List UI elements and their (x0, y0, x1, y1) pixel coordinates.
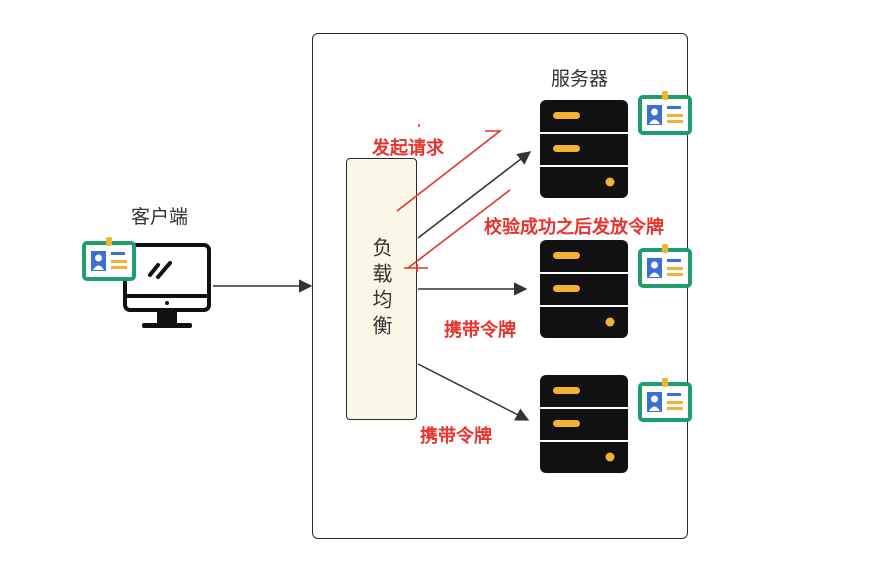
load-balancer-label: 负载均衡 (369, 237, 393, 341)
load-balancer-box: 负载均衡 (346, 158, 417, 420)
server-rack-icon-1 (539, 99, 629, 199)
monitor-icon (123, 243, 211, 328)
server-group-label: 服务器 (551, 68, 609, 90)
server-id-card-icon-3 (638, 376, 692, 422)
client-label: 客户端 (131, 206, 189, 228)
carry-token-annotation-1: 携带令牌 (444, 320, 516, 341)
carry-token-annotation-2: 携带令牌 (420, 426, 492, 447)
server-id-card-icon-1 (638, 89, 692, 135)
lb-to-server-3-arrow (417, 363, 530, 421)
client-id-card-icon (82, 235, 136, 281)
server-id-card-icon-2 (638, 242, 692, 288)
server-rack-icon-3 (539, 374, 629, 474)
issue-token-annotation: 校验成功之后发放令牌 (484, 217, 664, 238)
lb-to-server-1-arrow (417, 151, 532, 239)
server-rack-icon-2 (539, 239, 629, 339)
send-request-annotation: 发起请求 (372, 138, 444, 159)
red-annotation-strokes (396, 124, 511, 272)
